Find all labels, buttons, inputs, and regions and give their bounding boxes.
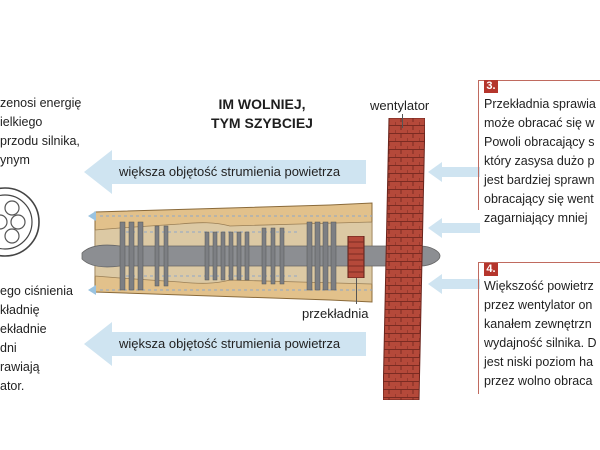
airflow-arrow-bottom <box>84 322 366 366</box>
step3-connector <box>478 80 600 81</box>
gear-label: przekładnia <box>302 306 369 321</box>
step3-line: Powoli obracający s <box>484 135 595 149</box>
blade <box>279 227 285 285</box>
left-text-bottom: ego ciśnienia kładnię ekładnie dni rawia… <box>0 282 73 396</box>
step4-text: Większość powietrz przez wentylator on k… <box>484 277 597 391</box>
step3-connector <box>478 80 479 210</box>
step3-line: obracający się went <box>484 192 594 206</box>
fan-label: wentylator <box>370 98 430 113</box>
bypass-guides <box>100 215 372 291</box>
step4-badge: 4. <box>484 263 498 276</box>
left-text-line: ator. <box>0 379 25 393</box>
blade <box>314 221 321 291</box>
step3-line: zagarniający mniej <box>484 211 588 225</box>
airflow-arrow-top <box>84 150 366 194</box>
blade <box>261 227 267 285</box>
blade <box>306 221 313 291</box>
step4-connector <box>478 262 479 394</box>
flow-label-bottom: większa objętość strumienia powietrza <box>119 336 341 351</box>
blade <box>128 221 135 291</box>
gear-icon <box>347 236 365 278</box>
inlet-arrow <box>88 211 96 221</box>
step4-line: Większość powietrz <box>484 279 594 293</box>
blade <box>137 221 144 291</box>
engine-cross-section <box>0 187 40 257</box>
step4-line: jest niski poziom ha <box>484 355 594 369</box>
left-text-line: kładnię <box>0 303 40 317</box>
blade <box>220 231 226 281</box>
step4-line: kanałem zewnętrzn <box>484 317 592 331</box>
left-text-line: rawiają <box>0 360 40 374</box>
diagram-title: IM WOLNIEJ, TYM SZYBCIEJ <box>192 95 332 133</box>
step3-line: może obracać się w <box>484 116 595 130</box>
left-text-top: zenosi energię ielkiego przodu silnika, … <box>0 94 81 170</box>
inflow-arrows <box>428 162 480 294</box>
inflow-arrow <box>428 162 480 182</box>
title-line: TYM SZYBCIEJ <box>211 115 313 131</box>
blade <box>163 225 169 287</box>
blade <box>270 227 276 285</box>
title-line: IM WOLNIEJ, <box>218 96 306 112</box>
blade <box>236 231 242 281</box>
inflow-arrow <box>428 218 480 238</box>
blade <box>204 231 210 281</box>
left-text-line: ielkiego <box>0 115 43 129</box>
step4-line: przez wentylator on <box>484 298 593 312</box>
gear-label-leader <box>356 278 357 304</box>
step3-line: Przekładnia sprawia <box>484 97 596 111</box>
flow-label-top: większa objętość strumienia powietrza <box>119 164 341 179</box>
inlet-arrow <box>88 285 96 295</box>
left-text-line: ekładnie <box>0 322 47 336</box>
blade <box>228 231 234 281</box>
left-text-line: ynym <box>0 153 30 167</box>
blade <box>212 231 218 281</box>
fan-column <box>383 118 425 400</box>
left-text-line: ego ciśnienia <box>0 284 73 298</box>
step3-line: który zasysa dużo p <box>484 154 595 168</box>
blade <box>322 221 329 291</box>
blade <box>330 221 337 291</box>
step4-connector <box>478 262 600 263</box>
step3-badge: 3. <box>484 80 498 93</box>
inflow-arrow <box>428 274 480 294</box>
blade <box>154 225 160 287</box>
fan-label-leader <box>402 114 403 128</box>
step4-line: wydajność silnika. D <box>484 336 597 350</box>
left-text-line: zenosi energię <box>0 96 82 110</box>
left-text-line: przodu silnika, <box>0 134 80 148</box>
blade <box>119 221 126 291</box>
step3-line: jest bardziej sprawn <box>484 173 595 187</box>
left-text-line: dni <box>0 341 17 355</box>
step4-line: przez wolno obraca <box>484 374 593 388</box>
blade <box>244 231 250 281</box>
step3-text: Przekładnia sprawia może obracać się w P… <box>484 95 596 228</box>
